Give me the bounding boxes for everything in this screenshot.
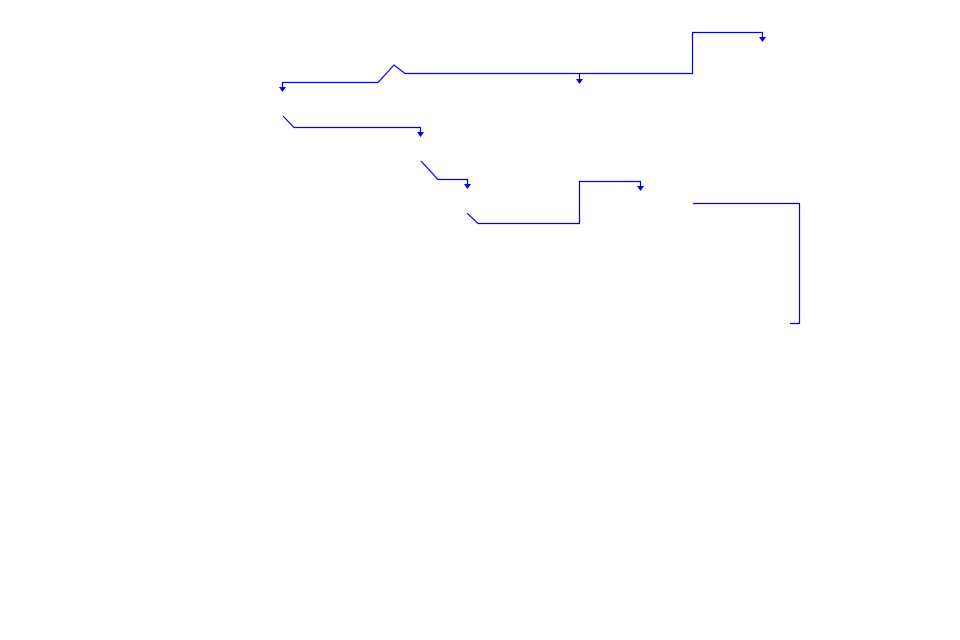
connector-4 — [466, 180, 644, 225]
connector-4-line — [466, 180, 642, 225]
arrowhead-icon — [417, 132, 424, 137]
arrowhead-icon — [637, 186, 644, 191]
connector-5 — [693, 202, 801, 325]
connector-5-line — [693, 202, 801, 325]
connector-2-line — [282, 115, 422, 133]
arrowhead-icon — [759, 37, 766, 42]
connector-1 — [279, 31, 766, 92]
arrowhead-icon — [576, 79, 583, 84]
arrowhead-icon — [279, 87, 286, 92]
connector-3-line — [420, 160, 469, 185]
connector-1-line — [281, 31, 764, 89]
arrowhead-icon — [464, 184, 471, 189]
connector-2 — [282, 115, 424, 137]
connector-3 — [420, 160, 471, 189]
